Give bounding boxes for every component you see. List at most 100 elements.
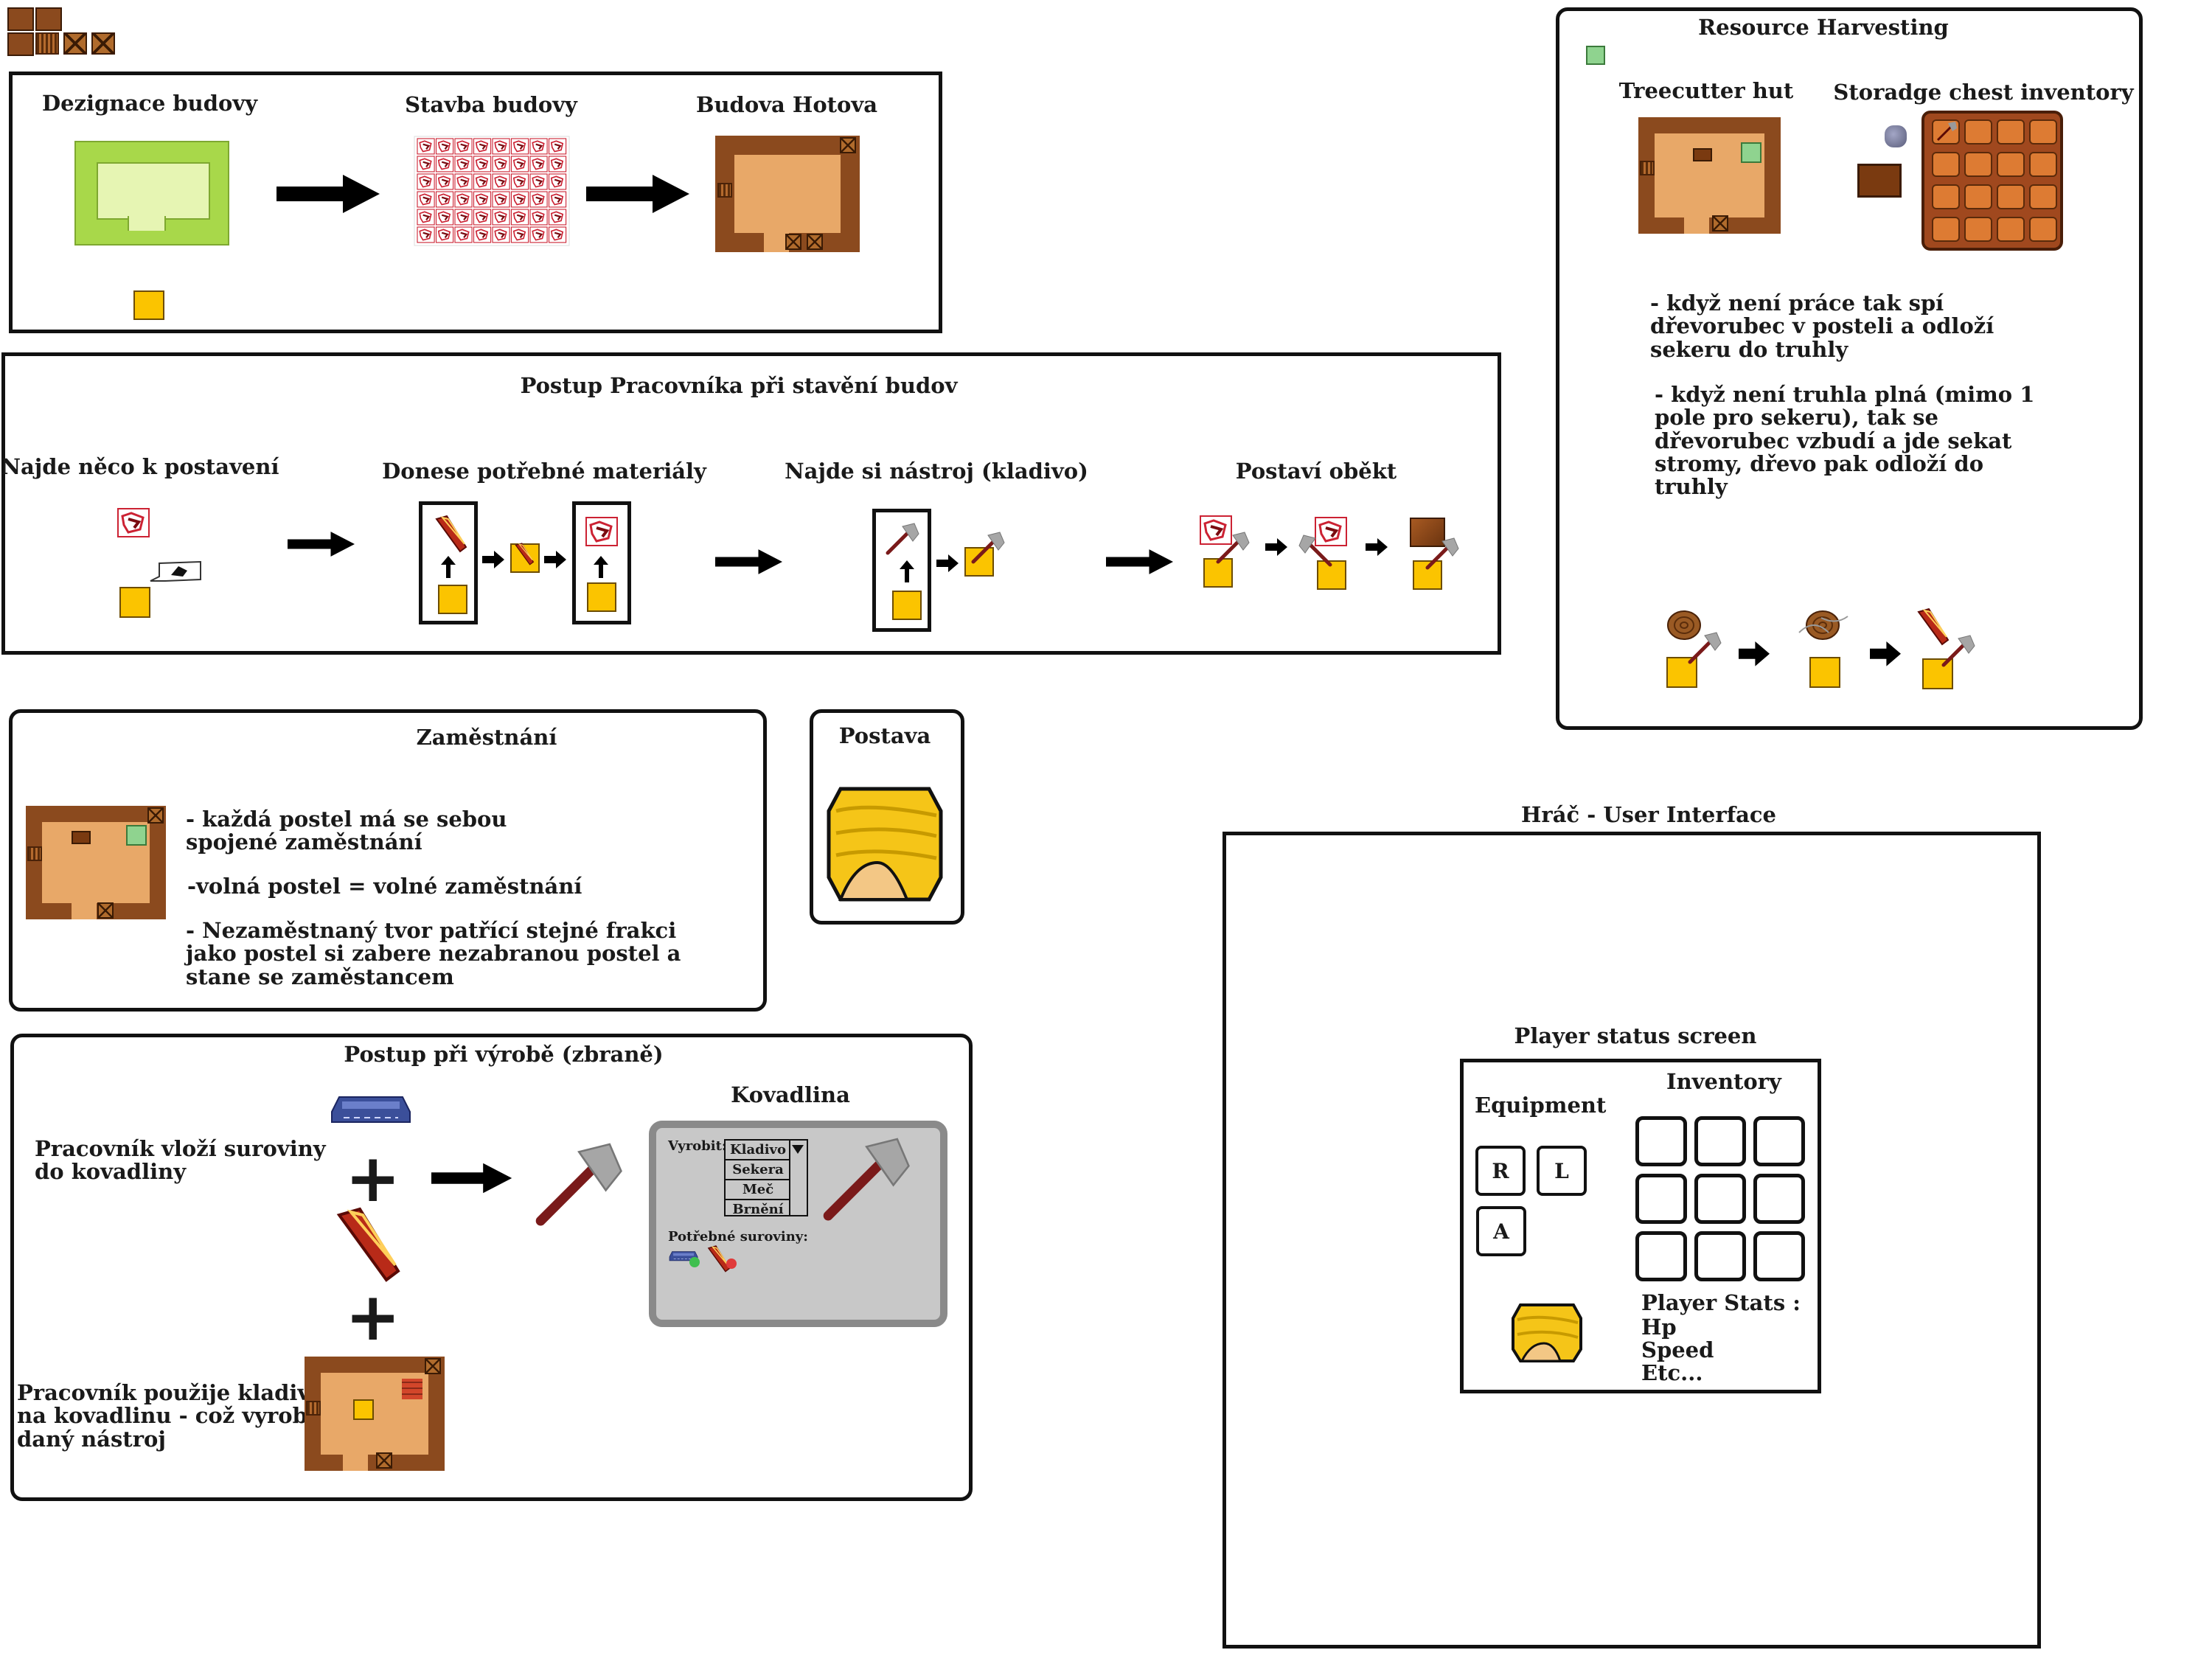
step-carry-label: Donese potřebné materiály <box>382 459 706 484</box>
worker-icon <box>1922 658 1953 689</box>
crate-icon <box>807 234 823 250</box>
plan-icon <box>585 516 619 547</box>
crate-tile-icon <box>63 32 87 55</box>
hammer-output-icon <box>824 1139 913 1228</box>
inventory-slot[interactable] <box>1753 1116 1805 1166</box>
recipe-select[interactable]: Kladivo Sekera Meč Brnění <box>724 1139 808 1219</box>
equip-slot-right[interactable]: R <box>1475 1146 1526 1196</box>
ingot-small-icon <box>669 1251 700 1267</box>
hammer-icon <box>1426 538 1460 572</box>
chest-slot-axe[interactable] <box>1932 119 1960 145</box>
arrow-icon <box>288 532 355 557</box>
storage-chest-label: Storadge chest inventory <box>1833 80 2134 105</box>
step-build-label: Postaví oběkt <box>1235 459 1397 484</box>
employment-bullet-2: -volná postel = volné zaměstnání <box>187 874 582 899</box>
arrow-icon <box>544 551 566 568</box>
inventory-label: Inventory <box>1666 1069 1781 1094</box>
employment-title: Zaměstnání <box>416 725 557 750</box>
chest-slot[interactable] <box>2029 119 2057 145</box>
chest-slot[interactable] <box>1997 184 2025 209</box>
chest-slot[interactable] <box>2029 152 2057 177</box>
inventory-slot[interactable] <box>1694 1231 1746 1281</box>
recipe-option-sword[interactable]: Meč <box>726 1180 790 1200</box>
chest-slot[interactable] <box>1932 152 1960 177</box>
inventory-slot[interactable] <box>1635 1174 1687 1224</box>
chest-slot[interactable] <box>2029 217 2057 242</box>
chest-slot[interactable] <box>1964 119 1992 145</box>
inventory-slot[interactable] <box>1635 1231 1687 1281</box>
chest-slot[interactable] <box>1932 184 1960 209</box>
finished-building <box>715 136 860 252</box>
harvest-note-1: - když není práce tak spí dřevorubec v p… <box>1650 290 1994 362</box>
wall-block-icon <box>1410 518 1445 547</box>
inventory-slot[interactable] <box>1635 1116 1687 1166</box>
hammer-icon <box>1298 535 1332 569</box>
wood-icon <box>338 1208 400 1281</box>
equip-slot-armor[interactable]: A <box>1476 1206 1526 1256</box>
arrow-icon <box>1106 549 1173 574</box>
hammer-icon <box>972 532 1006 566</box>
required-label: Potřebné suroviny: <box>668 1229 808 1244</box>
inventory-slot[interactable] <box>1694 1174 1746 1224</box>
wood-icon <box>436 515 467 552</box>
inventory-slot[interactable] <box>1694 1116 1746 1166</box>
stone-icon <box>1885 125 1907 147</box>
designation-label: Dezignace budovy <box>41 91 258 116</box>
log-chopped-icon <box>1798 610 1848 640</box>
player-avatar-icon <box>1512 1303 1582 1362</box>
employment-bullet-1: - každá postel má se sebou spojené zaměs… <box>186 807 507 855</box>
treecutter-hut <box>1638 117 1781 234</box>
worker-icon <box>587 582 616 612</box>
chest-slot[interactable] <box>1964 152 1992 177</box>
designation-zone <box>74 141 229 246</box>
resource-harvesting-title: Resource Harvesting <box>1698 15 1949 40</box>
wall-tile-icon <box>7 7 34 31</box>
crafting-step-2: Pracovník použije kladivo na kovadlinu -… <box>17 1380 324 1452</box>
arrow-icon <box>586 175 689 213</box>
produce-label: Vyrobit: <box>668 1138 727 1154</box>
anvil-title: Kovadlina <box>731 1082 850 1107</box>
recipe-option-axe[interactable]: Sekera <box>726 1160 790 1180</box>
recipe-options: Kladivo Sekera Meč Brnění <box>726 1141 790 1219</box>
window-icon <box>27 846 42 861</box>
arrow-icon <box>1739 641 1770 666</box>
equip-slot-left[interactable]: L <box>1537 1146 1587 1196</box>
crate-icon <box>785 234 801 250</box>
worker-procedure-panel <box>1 352 1501 655</box>
step-tool-label: Najde si nástroj (kladivo) <box>785 459 1088 484</box>
chest-slot[interactable] <box>1964 184 1992 209</box>
dropdown-arrow-icon[interactable] <box>790 1142 805 1157</box>
crate-icon <box>147 807 164 824</box>
worker-icon <box>438 585 467 614</box>
inventory-slot[interactable] <box>1753 1231 1805 1281</box>
hammer-icon <box>886 523 920 557</box>
construction-label: Stavba budovy <box>405 92 577 117</box>
character-title: Postava <box>838 723 931 748</box>
wood-small-icon <box>708 1245 737 1273</box>
window-icon <box>1640 161 1655 175</box>
storage-chest-grid <box>1921 111 2063 251</box>
finished-label: Budova Hotova <box>695 92 878 117</box>
inventory-slot[interactable] <box>1753 1174 1805 1224</box>
worker-icon <box>353 1399 374 1420</box>
wood-icon <box>515 543 535 565</box>
window-icon <box>306 1401 321 1416</box>
employment-building <box>26 806 166 919</box>
recipe-option-armor[interactable]: Brnění <box>732 1202 784 1217</box>
player-stat-speed: Speed <box>1641 1337 1714 1362</box>
wall-tile-icon <box>7 32 34 56</box>
chest-slot[interactable] <box>1932 217 1960 242</box>
recipe-option-hammer[interactable]: Kladivo <box>726 1141 790 1160</box>
arrow-icon <box>431 1163 512 1194</box>
chest-slot[interactable] <box>2029 184 2057 209</box>
chest-slot[interactable] <box>1997 119 2025 145</box>
chest-slot[interactable] <box>1997 217 2025 242</box>
ingot-icon <box>331 1096 411 1123</box>
arrow-icon <box>482 551 504 568</box>
equipment-label: Equipment <box>1475 1093 1607 1118</box>
dropdown-scrollbar[interactable] <box>789 1141 807 1215</box>
worker-icon <box>964 547 994 577</box>
chest-slot[interactable] <box>1997 152 2025 177</box>
crafting-title: Postup při výrobě (zbraně) <box>344 1042 664 1067</box>
chest-slot[interactable] <box>1964 217 1992 242</box>
